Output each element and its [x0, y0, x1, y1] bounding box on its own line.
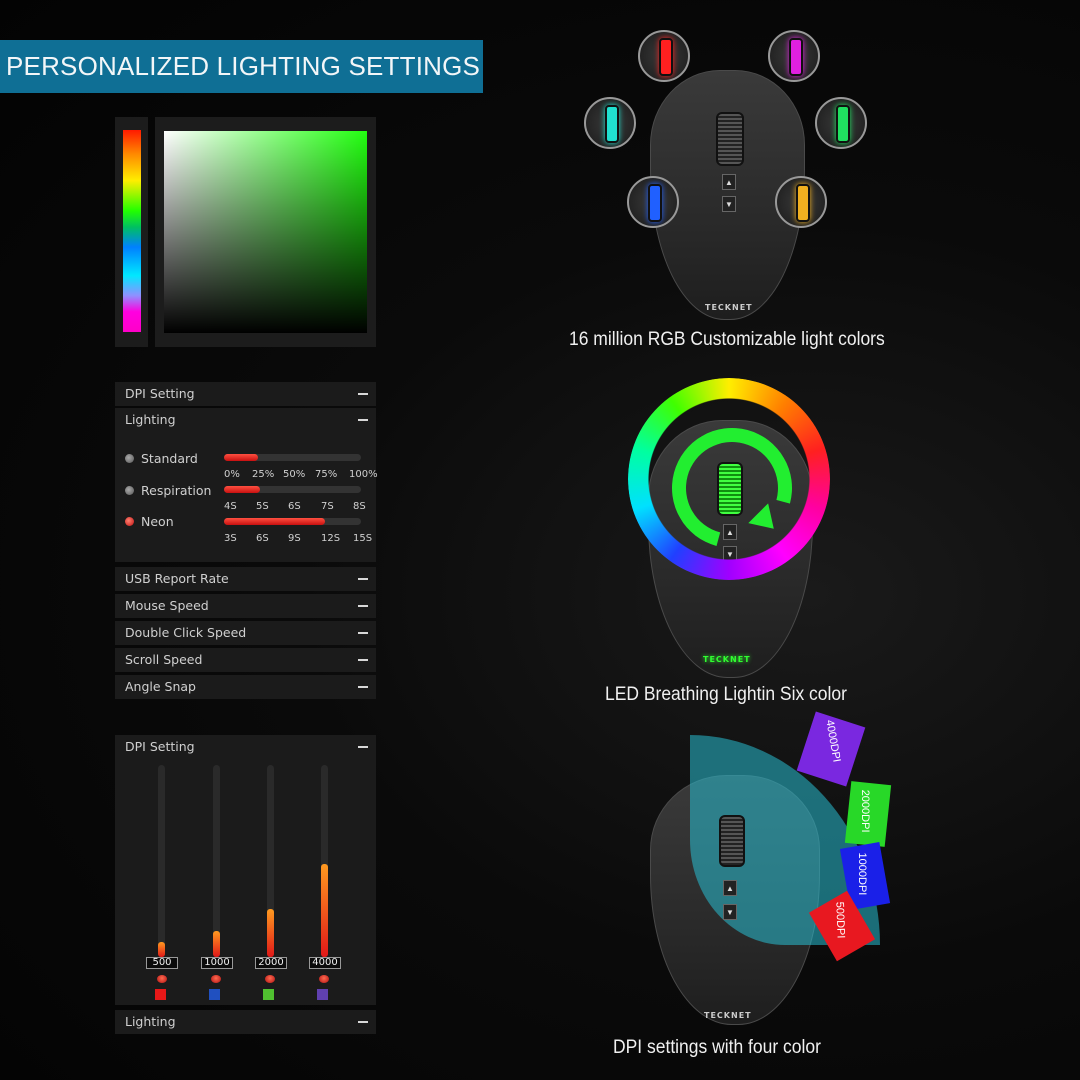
dpi-slider-1000[interactable] [213, 765, 220, 957]
led-zoom-green [815, 97, 867, 149]
dpi-up-button: ▲ [722, 174, 736, 190]
mode-neon[interactable]: Neon [125, 514, 174, 529]
collapse-icon[interactable] [358, 659, 368, 661]
dpi-value-500[interactable]: 500 [146, 957, 178, 969]
caption-dpi: DPI settings with four color [613, 1037, 821, 1058]
dpi-setting-header[interactable]: DPI Setting [115, 735, 376, 759]
dpi-down-button: ▼ [723, 904, 737, 920]
scroll-wheel [719, 815, 745, 867]
hue-slider[interactable] [123, 130, 141, 332]
caption-rgb: 16 million RGB Customizable light colors [569, 329, 885, 350]
collapse-icon[interactable] [358, 1021, 368, 1023]
saturation-value-picker[interactable] [164, 131, 367, 333]
dpi-slider-2000[interactable] [267, 765, 274, 957]
radio-selected-icon[interactable] [125, 517, 134, 526]
led-zoom-magenta [768, 30, 820, 82]
dpi-setting-header[interactable]: DPI Setting [115, 382, 376, 406]
dpi-setting-panel: DPI Setting 500 1000 2000 4000 [115, 735, 376, 1005]
dpi-color-swatch-4000[interactable] [317, 989, 328, 1000]
usb-report-rate-row[interactable]: USB Report Rate [115, 567, 376, 591]
dpi-value-4000[interactable]: 4000 [309, 957, 341, 969]
respiration-slider[interactable] [224, 486, 361, 493]
dpi-radio-500[interactable] [157, 975, 167, 983]
dpi-down-button: ▼ [722, 196, 736, 212]
brand-logo: TECKNET [703, 655, 751, 664]
standard-slider[interactable] [224, 454, 361, 461]
collapse-icon[interactable] [358, 686, 368, 688]
led-zoom-cyan [584, 97, 636, 149]
dpi-slider-4000[interactable] [321, 765, 328, 957]
dpi-radio-4000[interactable] [319, 975, 329, 983]
lighting-header[interactable]: Lighting [115, 408, 376, 432]
collapse-icon[interactable] [358, 632, 368, 634]
dpi-label-4000: 4000DPI [796, 711, 866, 787]
lighting-panel: Lighting Standard 0% 25% 50% 75% 100% Re… [115, 408, 378, 562]
mouse-speed-row[interactable]: Mouse Speed [115, 594, 376, 618]
brand-logo: TECKNET [705, 303, 753, 312]
dpi-color-swatch-500[interactable] [155, 989, 166, 1000]
radio-icon[interactable] [125, 486, 134, 495]
hue-slider-panel [115, 117, 148, 347]
dpi-up-button: ▲ [723, 880, 737, 896]
mode-standard[interactable]: Standard [125, 451, 198, 466]
scroll-speed-row[interactable]: Scroll Speed [115, 648, 376, 672]
dpi-setting-label: DPI Setting [125, 386, 195, 401]
dpi-color-swatch-2000[interactable] [263, 989, 274, 1000]
collapse-icon[interactable] [358, 578, 368, 580]
lighting-label: Lighting [125, 412, 176, 427]
mode-respiration[interactable]: Respiration [125, 483, 211, 498]
led-zoom-yellow [775, 176, 827, 228]
collapse-icon[interactable] [358, 746, 368, 748]
dpi-slider-500[interactable] [158, 765, 165, 957]
collapse-icon[interactable] [358, 419, 368, 421]
dpi-value-2000[interactable]: 2000 [255, 957, 287, 969]
rgb-ring-graphic [628, 378, 830, 580]
angle-snap-row[interactable]: Angle Snap [115, 675, 376, 699]
led-zoom-red [638, 30, 690, 82]
dpi-value-1000[interactable]: 1000 [201, 957, 233, 969]
color-picker-panel [155, 117, 376, 347]
collapse-icon[interactable] [358, 605, 368, 607]
dpi-radio-1000[interactable] [211, 975, 221, 983]
led-zoom-blue [627, 176, 679, 228]
radio-icon[interactable] [125, 454, 134, 463]
page-title: PERSONALIZED LIGHTING SETTINGS [0, 40, 483, 93]
dpi-radio-2000[interactable] [265, 975, 275, 983]
caption-breathing: LED Breathing Lightin Six color [605, 684, 847, 705]
collapse-icon[interactable] [358, 393, 368, 395]
scroll-wheel [716, 112, 744, 166]
double-click-speed-row[interactable]: Double Click Speed [115, 621, 376, 645]
dpi-color-swatch-1000[interactable] [209, 989, 220, 1000]
lighting-footer-row[interactable]: Lighting [115, 1010, 376, 1034]
neon-slider[interactable] [224, 518, 361, 525]
brand-logo: TECKNET [704, 1011, 752, 1020]
dpi-label-2000: 2000DPI [844, 781, 892, 847]
